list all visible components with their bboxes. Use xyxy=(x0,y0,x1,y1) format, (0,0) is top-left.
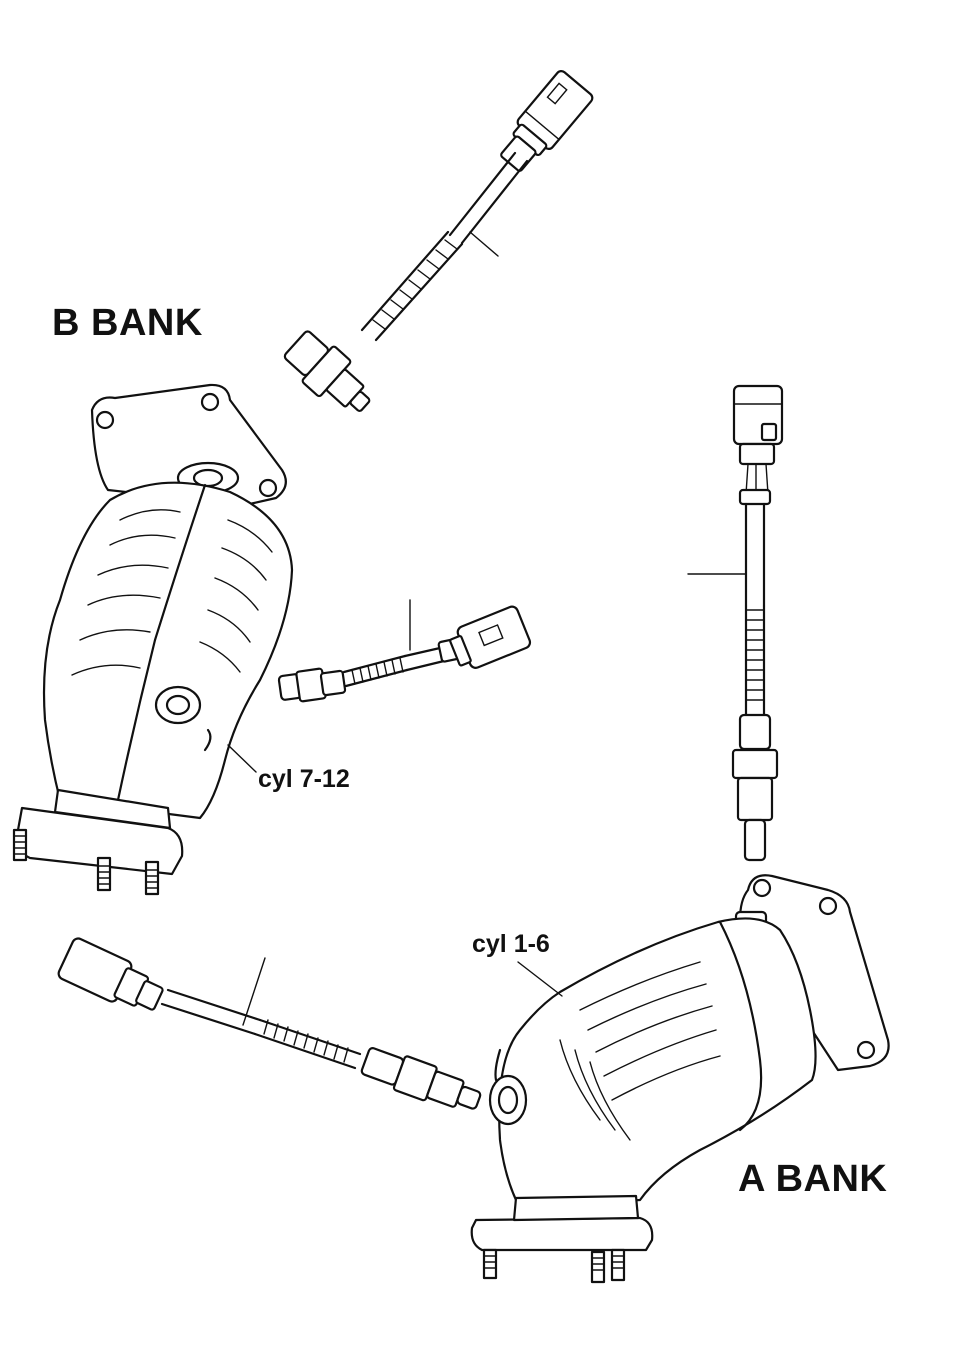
b-bank-label: B BANK xyxy=(52,302,203,344)
oxygen-sensor-upper-b xyxy=(283,69,594,412)
catalytic-converter-b xyxy=(12,383,294,896)
cyl-b-label: cyl 7-12 xyxy=(258,765,350,793)
a-bank-label: A BANK xyxy=(738,1158,888,1200)
oxygen-sensor-lower-a xyxy=(57,937,482,1110)
catalytic-converter-a xyxy=(470,874,890,1284)
oxygen-sensor-vertical-a xyxy=(687,384,784,862)
oxygen-sensor-mid-b xyxy=(277,599,532,703)
cyl-a-label: cyl 1-6 xyxy=(472,930,550,958)
